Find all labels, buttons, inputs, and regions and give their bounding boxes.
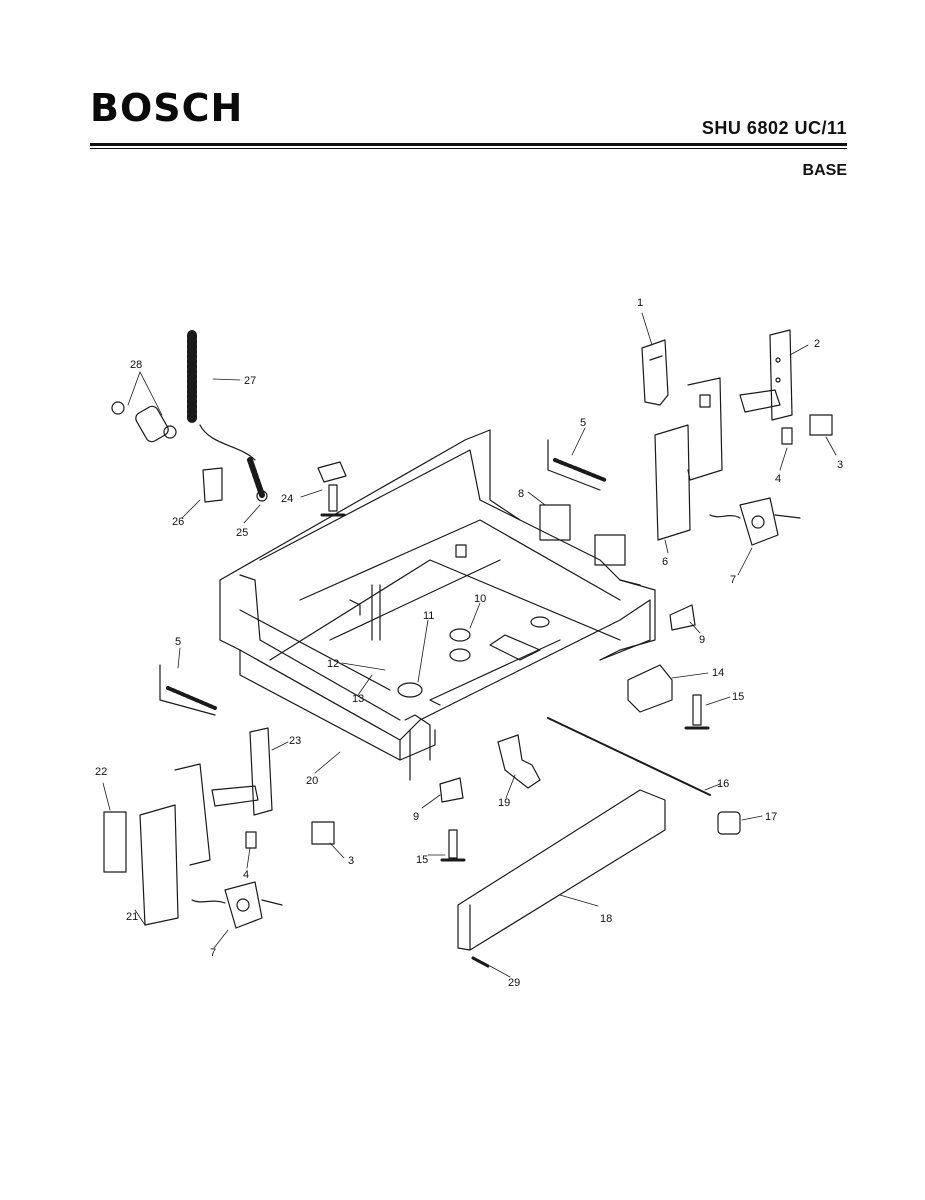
model-number: SHU 6802 UC/11: [701, 118, 847, 138]
callout-label: 16: [717, 778, 729, 790]
callout-label: 4: [775, 473, 781, 485]
header-rule-thick: [90, 143, 847, 146]
part-9-bracket-center: [439, 777, 464, 803]
part-18-kickplate: [457, 789, 666, 951]
part-1-bracket: [641, 339, 669, 406]
part-5-spring-left: [159, 664, 217, 716]
callout-label: 11: [423, 610, 434, 622]
part-9-bracket-right: [669, 604, 696, 631]
callout-label: 5: [580, 417, 586, 429]
part-4-connector-bottom: [245, 831, 257, 849]
callout-label: 8: [518, 488, 524, 500]
callout-label: 29: [508, 977, 520, 989]
callout-label: 27: [244, 375, 256, 387]
callout-label: 19: [498, 797, 510, 809]
callout-label: 25: [236, 527, 248, 539]
callout-label: 1: [637, 297, 643, 309]
part-19-valve: [497, 734, 541, 789]
section-title: BASE: [802, 162, 847, 179]
part-21-panel: [139, 763, 211, 926]
callout-label: 6: [662, 556, 668, 568]
part-6-panel: [654, 377, 723, 541]
part-3-clip-bottom: [311, 821, 335, 845]
callout-label: 13: [352, 693, 364, 705]
part-28-sleeve: [111, 401, 177, 443]
callout-labels: 1 2 3 3 4 4 5 5 6 7 7 8 9 9 10 11 12 13 …: [95, 297, 843, 989]
part-5-spring-right: [547, 439, 607, 491]
part-22-bracket: [103, 811, 127, 873]
callout-label: 22: [95, 766, 107, 778]
brand-logo: BOSCH: [90, 86, 244, 130]
callout-label: 20: [306, 775, 318, 787]
callout-label: 3: [837, 459, 843, 471]
callout-label: 7: [730, 574, 736, 586]
callout-label: 17: [765, 811, 777, 823]
callout-label: 10: [474, 593, 486, 605]
callout-label: 3: [348, 855, 354, 867]
callout-label: 15: [732, 691, 744, 703]
callout-label: 9: [699, 634, 705, 646]
part-4-connector: [781, 427, 793, 445]
part-16-rod: [547, 717, 711, 796]
part-23-hinge: [211, 727, 273, 816]
part-7-motor: [709, 497, 801, 546]
callout-label: 2: [814, 338, 820, 350]
base-tub-part: [219, 429, 656, 781]
header-rule-thin: [90, 148, 847, 149]
callout-label: 21: [126, 911, 138, 923]
callout-label: 15: [416, 854, 428, 866]
callout-leaders: [102, 312, 837, 978]
callout-label: 24: [281, 493, 293, 505]
part-15-screw-center: [440, 829, 466, 862]
callout-label: 23: [289, 735, 301, 747]
callout-label: 4: [243, 869, 249, 881]
part-17-cap: [717, 811, 741, 835]
part-27-hose: [187, 330, 268, 502]
part-15-screw-right: [684, 694, 710, 730]
part-8-connector: [539, 504, 626, 566]
callout-label: 28: [130, 359, 142, 371]
part-26-clip: [202, 467, 223, 503]
callout-label: 12: [327, 658, 339, 670]
callout-label: 7: [210, 947, 216, 959]
part-3-clip: [809, 414, 833, 436]
callout-label: 14: [712, 667, 724, 679]
callout-label: 18: [600, 913, 612, 925]
part-29-screw: [471, 956, 490, 968]
callout-label: 26: [172, 516, 184, 528]
part-24-fastener: [317, 461, 347, 517]
part-14-cover: [627, 664, 673, 713]
part-2-hinge: [739, 329, 793, 421]
part-7-motor-bottom: [191, 881, 283, 929]
callout-label: 9: [413, 811, 419, 823]
callout-label: 5: [175, 636, 181, 648]
